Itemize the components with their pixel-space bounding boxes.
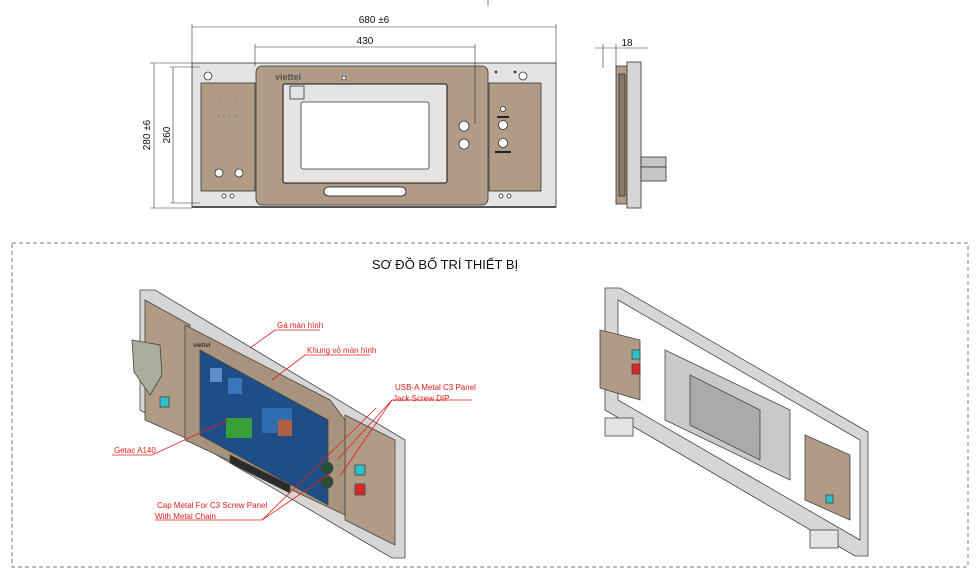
callout-leaders: [112, 329, 472, 521]
dim-overall-width: 680 ±6: [359, 15, 390, 26]
isometric-front-view: [131, 289, 406, 559]
viettel-logo: viettel: [275, 72, 301, 82]
side-view: [615, 61, 667, 209]
dim-overall-height: 280 ±6: [142, 119, 153, 150]
red-button: [354, 483, 366, 496]
dimension-lines: [150, 0, 648, 209]
cyan-button: [159, 396, 170, 408]
callout-usb-line1: USB-A Metal C3 Panel: [395, 383, 476, 392]
screen-window: [300, 101, 430, 170]
bottom-slot: [323, 186, 407, 197]
callout-cap-line2: With Metal Chain: [155, 512, 216, 521]
callout-usb-line2: Jack Screw DIP: [393, 394, 449, 403]
callout-cap-line1: Cap Metal For C3 Screw Panel: [157, 501, 267, 510]
right-side-panel: [488, 82, 542, 192]
front-view: [191, 62, 557, 208]
callout-bracket: Gá màn hình: [277, 321, 323, 330]
bracket-iso: [131, 339, 163, 396]
dim-depth: 18: [621, 38, 633, 49]
section-title: SƠ ĐỒ BỐ TRÍ THIẾT BỊ: [372, 257, 518, 272]
isometric-rear-view: [599, 287, 869, 557]
callout-tablet: Getac A140: [114, 446, 156, 455]
cyan-button: [354, 464, 366, 476]
dim-inner-height: 260: [162, 126, 173, 143]
viettel-logo-iso: viettel: [193, 343, 211, 349]
left-side-panel: [200, 82, 256, 192]
dim-screen-width: 430: [357, 36, 374, 47]
layout-section-frame: [11, 242, 969, 568]
callout-frame: Khung vỏ màn hình: [307, 346, 376, 355]
